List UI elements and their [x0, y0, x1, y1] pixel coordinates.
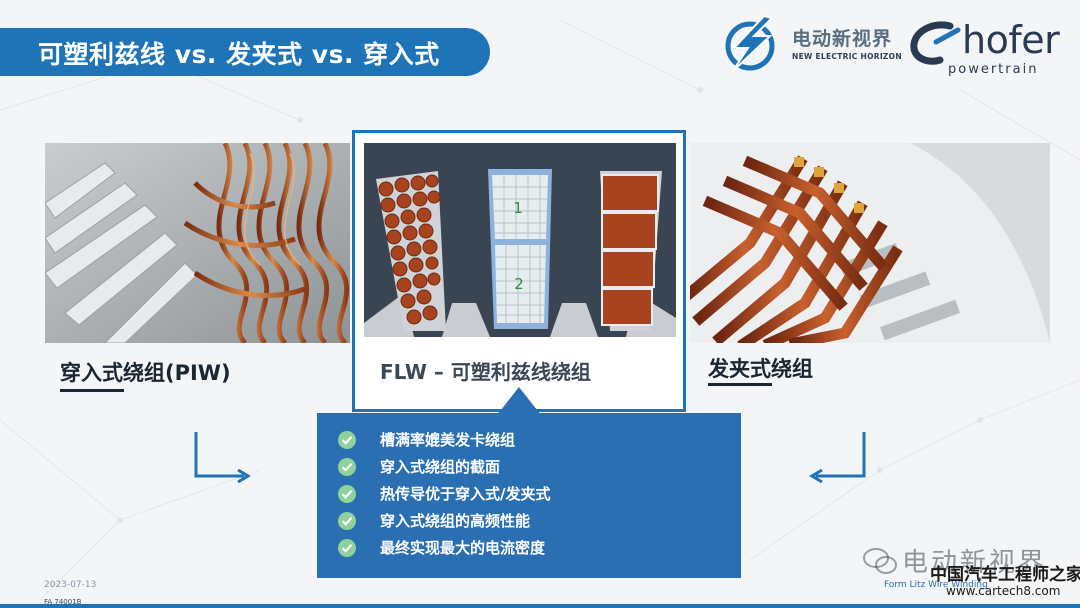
- callout-pointer: [497, 387, 541, 415]
- hairpin-caption-underline: [708, 383, 772, 386]
- ned-logo-en: NEW ELECTRIC HORIZON: [792, 52, 902, 61]
- check-circle-icon: [338, 458, 356, 476]
- site-watermark-url: www.cartech8.com: [946, 584, 1061, 598]
- hofer-logo: hofer powertrain: [906, 14, 1066, 84]
- check-circle-icon: [338, 431, 356, 449]
- bottom-accent-bar: [0, 604, 1080, 608]
- slot-label-2: 2: [514, 275, 524, 293]
- slot-label-1: 1: [513, 199, 523, 217]
- hofer-wordmark: hofer: [962, 18, 1060, 62]
- lightning-globe-icon: [725, 14, 775, 73]
- hofer-subtitle: powertrain: [948, 62, 1039, 77]
- new-electric-horizon-logo: 电动新视界 NEW ELECTRIC HORIZON: [714, 14, 904, 74]
- flw-caption: FLW – 可塑利兹线绕组: [380, 360, 591, 384]
- social-watermark: 电动新视界: [858, 540, 1058, 578]
- slide-date: 2023-07-13: [44, 580, 97, 590]
- benefit-text: 槽满率媲美发卡绕组: [380, 431, 516, 449]
- social-watermark-text: 电动新视界: [902, 548, 1048, 578]
- benefit-text: 穿入式绕组的高频性能: [380, 512, 531, 530]
- benefit-text: 穿入式绕组的截面: [380, 458, 501, 476]
- site-watermark-cn: 中国汽车工程师之家: [930, 565, 1080, 585]
- document-number: FA 74001B: [44, 598, 82, 606]
- hairpin-stator-photo: [690, 143, 1050, 343]
- ned-logo-cn: 电动新视界: [792, 28, 893, 50]
- wechat-icon: [863, 548, 897, 574]
- benefit-text: 最终实现最大的电流密度: [380, 539, 546, 557]
- check-circle-icon: [338, 539, 356, 557]
- check-circle-icon: [338, 512, 356, 530]
- left-elbow-arrow-icon: [194, 432, 251, 484]
- hairpin-slot: [600, 171, 662, 331]
- title-banner: 可塑利兹线 vs. 发夹式 vs. 穿入式: [0, 28, 490, 76]
- piw-caption: 穿入式绕组(PIW): [60, 361, 231, 385]
- flw-benefits-callout: [317, 413, 741, 578]
- piw-caption-underline: [60, 389, 124, 392]
- piw-stator-photo: [45, 143, 350, 343]
- hofer-swoosh-icon: [910, 21, 961, 65]
- slot-cross-section-diagram: 1 2: [364, 143, 676, 337]
- right-elbow-arrow-icon: [809, 432, 866, 484]
- check-circle-icon: [338, 485, 356, 503]
- form-litz-label: Form Litz Wire Winding: [884, 580, 988, 590]
- form-litz-slot: 1 2: [488, 169, 552, 329]
- benefit-text: 热传导优于穿入式/发夹式: [380, 485, 551, 503]
- page-title: 可塑利兹线 vs. 发夹式 vs. 穿入式: [38, 40, 440, 69]
- hairpin-caption: 发夹式绕组: [708, 357, 813, 381]
